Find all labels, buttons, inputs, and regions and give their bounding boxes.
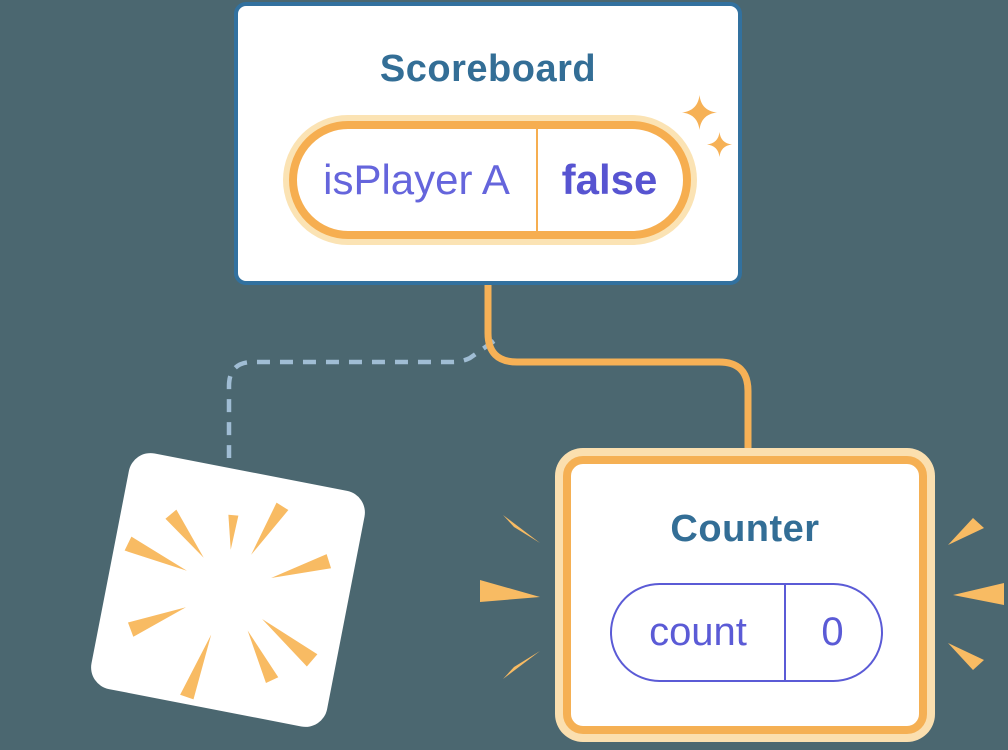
emphasis-burst-left-icon bbox=[480, 515, 540, 679]
counter-state-pill: count 0 bbox=[610, 583, 883, 682]
emphasis-burst-right-icon bbox=[948, 518, 1004, 670]
scoreboard-state-pill: isPlayer A false bbox=[289, 121, 691, 239]
dashed-connector-line bbox=[226, 339, 496, 458]
solid-connector-line bbox=[484, 284, 752, 456]
sparkle-small-icon bbox=[707, 132, 732, 157]
scoreboard-title: Scoreboard bbox=[379, 48, 597, 90]
scoreboard-component-card: Scoreboard isPlayer A false bbox=[234, 2, 742, 285]
burst-icon bbox=[124, 502, 332, 700]
scoreboard-state-value: false bbox=[561, 156, 658, 203]
counter-card-inner: Counter count 0 bbox=[563, 456, 927, 734]
counter-state-value: 0 bbox=[821, 610, 844, 654]
pill-divider bbox=[784, 583, 786, 682]
sparkle-icon bbox=[682, 95, 717, 130]
scoreboard-state-name: isPlayer A bbox=[323, 156, 510, 203]
pill-divider bbox=[536, 121, 538, 239]
destroyed-component-card bbox=[87, 449, 369, 731]
counter-state-name: count bbox=[649, 610, 747, 654]
counter-component-card: Counter count 0 bbox=[555, 448, 935, 742]
counter-title: Counter bbox=[670, 508, 820, 550]
